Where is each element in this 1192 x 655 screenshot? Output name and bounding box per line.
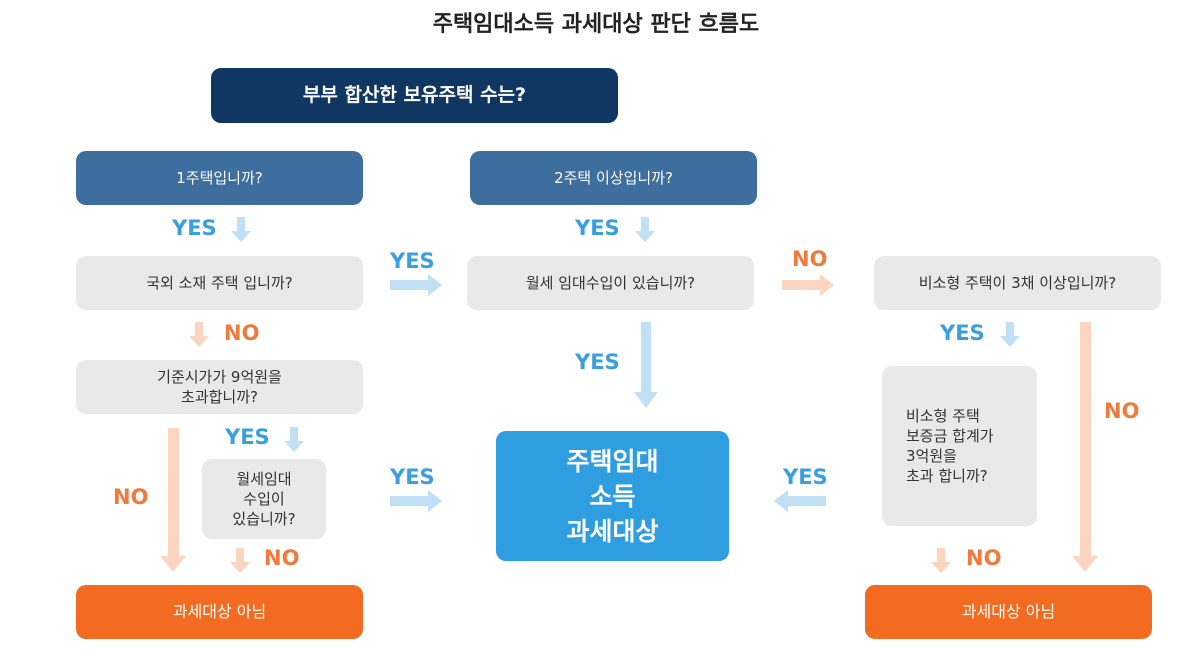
arrow-right-yes-2 bbox=[390, 490, 442, 512]
yes-label-7: YES bbox=[390, 465, 435, 489]
yes-label-1: YES bbox=[172, 216, 217, 240]
no-label-4: NO bbox=[113, 485, 149, 509]
yes-label-2: YES bbox=[575, 216, 620, 240]
yes-label-8: YES bbox=[783, 465, 828, 489]
arrow-down-no-1 bbox=[189, 322, 209, 347]
no-label-2: NO bbox=[224, 321, 260, 345]
no-label-1: NO bbox=[792, 247, 828, 271]
over-9-question: 기준시가가 9억원을 초과합니까? bbox=[76, 360, 363, 414]
no-label-6: NO bbox=[966, 546, 1002, 570]
arrow-down-yes-4 bbox=[284, 427, 304, 452]
arrow-down-yes-3 bbox=[1000, 322, 1020, 347]
arrow-right-yes-1 bbox=[390, 274, 442, 296]
arrow-down-no-3 bbox=[931, 548, 951, 573]
not-taxable-right-box: 과세대상 아님 bbox=[865, 585, 1152, 639]
start-question-box: 부부 합산한 보유주택 수는? bbox=[211, 68, 618, 123]
yes-label-6: YES bbox=[225, 425, 270, 449]
arrow-right-no-1 bbox=[782, 274, 834, 296]
arrow-left-yes-1 bbox=[774, 490, 826, 512]
arrow-down-yes-2 bbox=[635, 217, 655, 242]
taxable-result-box: 주택임대 소득 과세대상 bbox=[496, 431, 729, 561]
arrow-down-yes-1 bbox=[231, 217, 251, 242]
page-title: 주택임대소득 과세대상 판단 흐름도 bbox=[432, 12, 760, 37]
yes-label-3: YES bbox=[390, 249, 435, 273]
not-taxable-left-box: 과세대상 아님 bbox=[76, 585, 363, 639]
yes-label-5: YES bbox=[575, 350, 620, 374]
small-house-count-question: 비소형 주택이 3채 이상입니까? bbox=[874, 256, 1161, 310]
yes-label-4: YES bbox=[940, 321, 985, 345]
monthly-rent-income-question: 월세 임대수입이 있습니까? bbox=[467, 256, 754, 310]
no-label-5: NO bbox=[264, 546, 300, 570]
arrow-down-no-long-right bbox=[1072, 322, 1098, 572]
no-label-3: NO bbox=[1104, 399, 1140, 423]
arrow-down-yes-long bbox=[634, 322, 658, 408]
deposit-over-3-question: 비소형 주택 보증금 합계가 3억원을 초과 합니까? bbox=[882, 366, 1037, 526]
two-house-question: 2주택 이상입니까? bbox=[470, 151, 757, 205]
arrow-down-no-long-left bbox=[160, 428, 186, 572]
arrow-down-no-2 bbox=[230, 548, 250, 573]
domestic-question: 국외 소재 주택 입니까? bbox=[76, 256, 363, 310]
monthly-rent-small-question: 월세임대 수입이 있습니까? bbox=[202, 459, 326, 539]
one-house-question: 1주택입니까? bbox=[76, 151, 363, 205]
